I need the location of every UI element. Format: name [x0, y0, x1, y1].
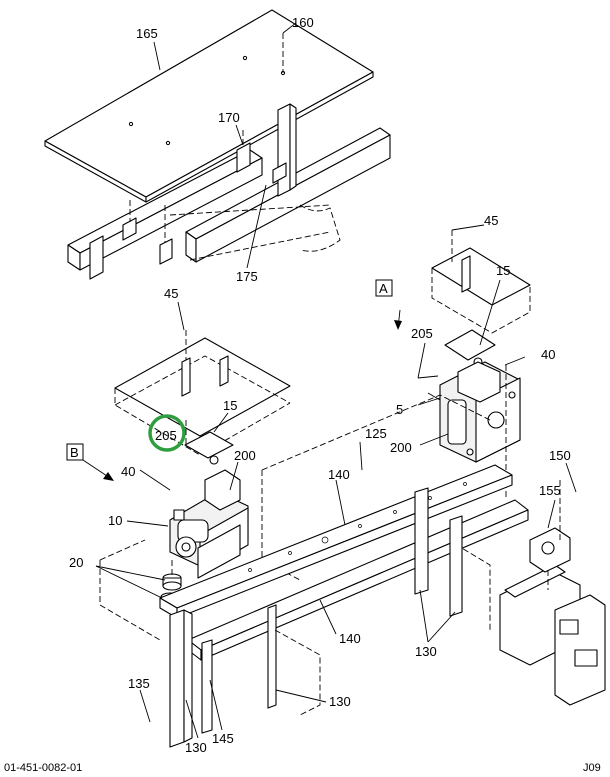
callout-10: 10 [108, 513, 122, 528]
highlight-circle [148, 414, 186, 452]
frame-rails [99, 394, 529, 748]
drawing-number: 01-451-0082-01 [4, 762, 82, 774]
callout-165: 165 [136, 26, 158, 41]
page-code: J09 [583, 762, 601, 774]
callout-160: 160 [292, 15, 314, 30]
view-label-a-text: A [379, 281, 388, 296]
right-mount-frame [431, 230, 531, 367]
top-platform-assembly [44, 9, 391, 280]
callout-140-upper: 140 [328, 467, 350, 482]
right-component-150 [499, 480, 606, 706]
callout-labels: 165 160 170 175 45 15 205 40 200 10 20 1… [69, 15, 571, 755]
callout-140-lower: 140 [339, 631, 361, 646]
callout-45-right: 45 [484, 213, 498, 228]
callout-125: 125 [365, 426, 387, 441]
callout-20: 20 [69, 555, 83, 570]
callout-15-right: 15 [496, 263, 510, 278]
callout-205-right: 205 [411, 326, 433, 341]
callout-130-mid: 130 [329, 694, 351, 709]
callout-145: 145 [212, 731, 234, 746]
callout-175: 175 [236, 269, 258, 284]
view-label-b-text: B [70, 445, 79, 460]
view-label-b: B [66, 443, 84, 461]
callout-205-left: 205 [155, 428, 177, 443]
view-label-a: A [375, 279, 393, 297]
callout-15-left: 15 [223, 398, 237, 413]
callout-150: 150 [549, 448, 571, 463]
callout-5: 5 [396, 402, 403, 417]
leader-lines [79, 22, 577, 739]
callout-40-left: 40 [121, 464, 135, 479]
callout-45-left: 45 [164, 286, 178, 301]
callout-170: 170 [218, 110, 240, 125]
callout-155: 155 [539, 483, 561, 498]
callout-200-left: 200 [234, 448, 256, 463]
callout-130-right: 130 [415, 644, 437, 659]
left-mount-frame [114, 330, 291, 456]
right-suspension-unit [439, 361, 521, 500]
callout-40-right: 40 [541, 347, 555, 362]
callout-130-bottom: 130 [185, 740, 207, 755]
callout-200-right: 200 [390, 440, 412, 455]
callout-135: 135 [128, 676, 150, 691]
left-plate-15 [184, 420, 234, 465]
